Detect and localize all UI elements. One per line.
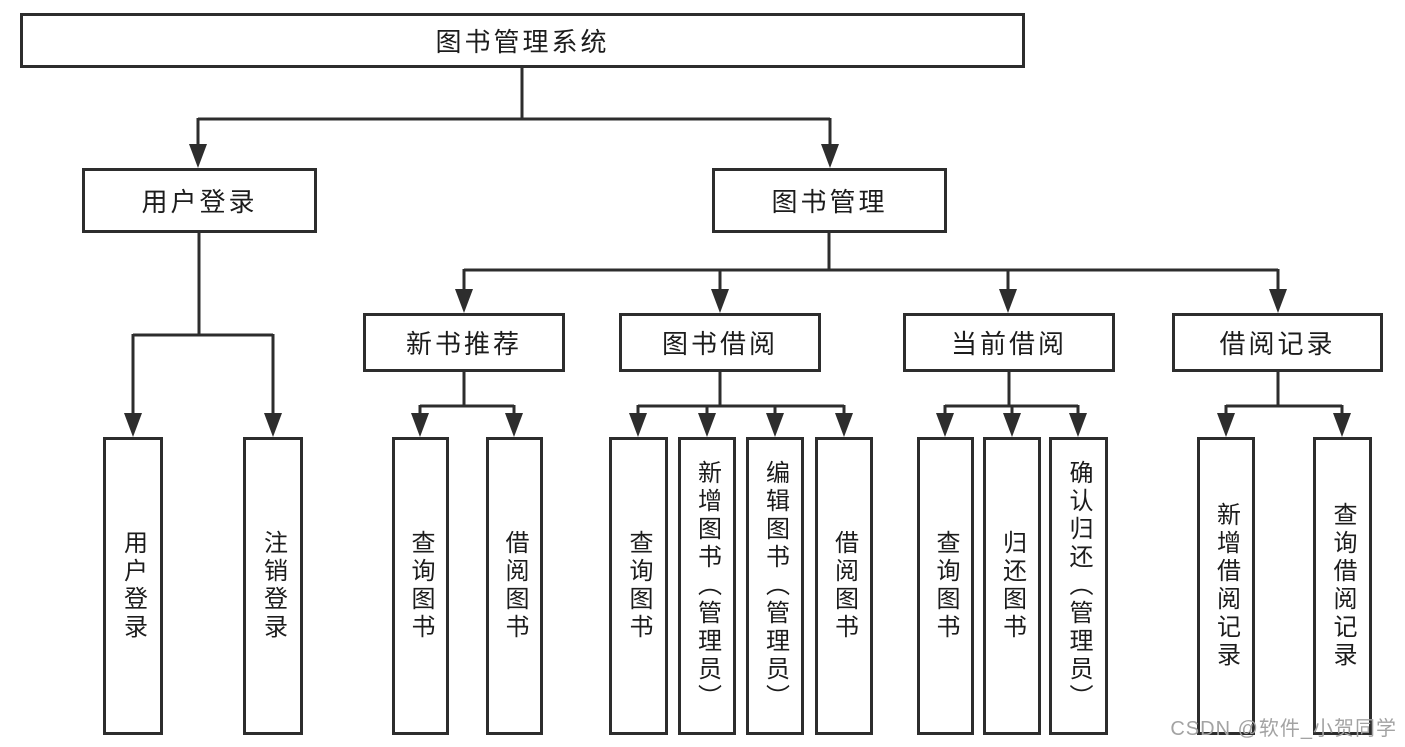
node-user-login: 用户登录 xyxy=(82,168,317,233)
node-label: 查询图书 xyxy=(407,530,434,642)
node-label: 查询图书 xyxy=(625,530,652,642)
node-new-book-recommendation: 新书推荐 xyxy=(363,313,565,372)
node-label: 图书管理 xyxy=(771,187,888,217)
node-label: 确认归还（管理员） xyxy=(1065,460,1092,712)
node-label: 借阅图书 xyxy=(501,530,528,642)
leaf-edit-books-admin: 编辑图书（管理员） xyxy=(746,437,804,735)
leaf-confirm-return-admin: 确认归还（管理员） xyxy=(1049,437,1108,735)
node-label: 图书借阅 xyxy=(661,329,778,359)
node-book-borrowing: 图书借阅 xyxy=(619,313,821,372)
node-label: 查询借阅记录 xyxy=(1329,502,1356,670)
node-label: 图书管理系统 xyxy=(435,27,610,57)
leaf-user-login: 用户登录 xyxy=(103,437,163,735)
arrowhead-icons xyxy=(124,144,1351,437)
node-label: 编辑图书（管理员） xyxy=(761,460,789,712)
leaf-query-books-borrowing: 查询图书 xyxy=(609,437,668,735)
node-book-management: 图书管理 xyxy=(712,168,947,233)
leaf-logout: 注销登录 xyxy=(243,437,303,735)
node-label: 归还图书 xyxy=(998,530,1026,642)
node-label: 借阅记录 xyxy=(1219,329,1336,359)
node-label: 新增图书（管理员） xyxy=(693,460,721,712)
leaf-borrow-books-recommendation: 借阅图书 xyxy=(486,437,543,735)
leaf-query-books-recommendation: 查询图书 xyxy=(392,437,449,735)
watermark: CSDN @软件_小贺同学 xyxy=(1170,718,1397,740)
node-label: 注销登录 xyxy=(259,530,287,642)
node-label: 用户登录 xyxy=(141,187,258,217)
node-label: 用户登录 xyxy=(119,530,147,642)
leaf-query-books-current: 查询图书 xyxy=(917,437,974,735)
node-label: 借阅图书 xyxy=(830,530,858,642)
node-borrowing-records: 借阅记录 xyxy=(1172,313,1383,372)
leaf-borrow-books: 借阅图书 xyxy=(815,437,873,735)
node-library-management-system: 图书管理系统 xyxy=(20,13,1025,68)
node-label: 查询图书 xyxy=(932,530,959,642)
node-label: 新增借阅记录 xyxy=(1212,502,1240,670)
node-label: 当前借阅 xyxy=(950,329,1067,359)
node-current-borrowing: 当前借阅 xyxy=(903,313,1115,372)
leaf-add-borrowing-record: 新增借阅记录 xyxy=(1197,437,1255,735)
leaf-return-books: 归还图书 xyxy=(983,437,1041,735)
node-label: 新书推荐 xyxy=(405,329,522,359)
leaf-add-books-admin: 新增图书（管理员） xyxy=(678,437,736,735)
leaf-query-borrowing-record: 查询借阅记录 xyxy=(1313,437,1372,735)
